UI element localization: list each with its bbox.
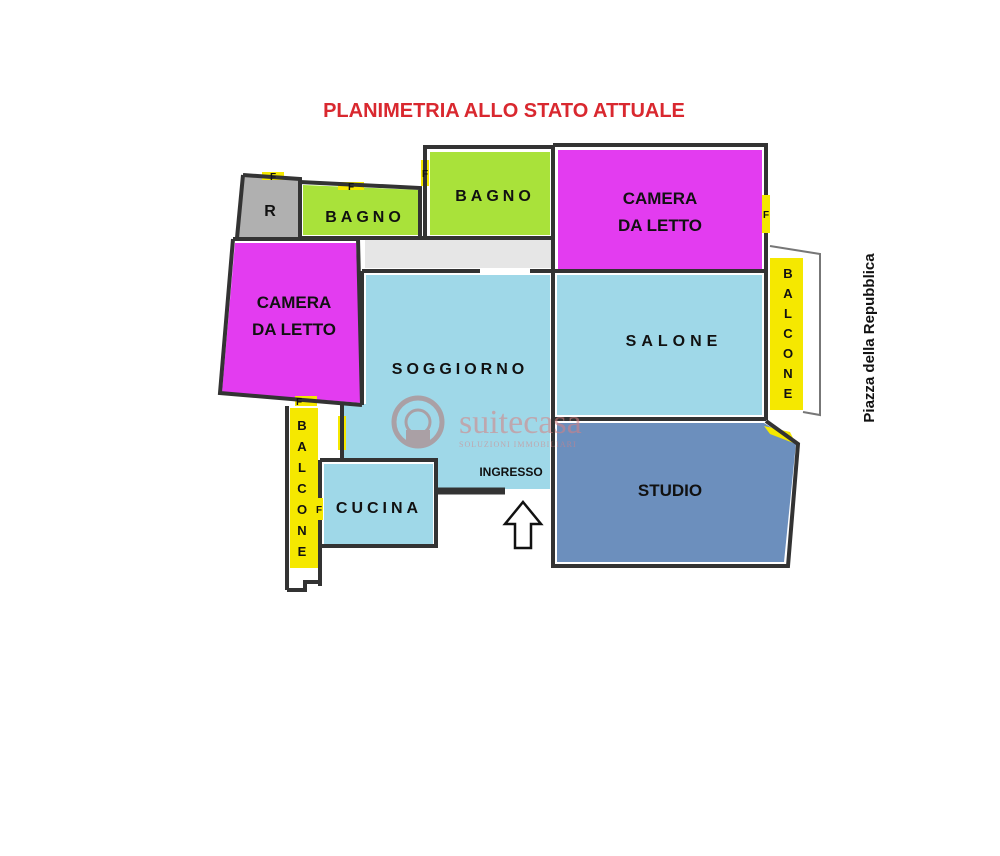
label-balcone-left: B A L C O N E (297, 418, 307, 559)
balcone-right-letter: E (784, 386, 793, 401)
room-bagno-main (430, 152, 550, 235)
label-soggiorno: SOGGIORNO (392, 361, 528, 378)
room-salone (557, 275, 762, 415)
balcone-right-letter: A (783, 286, 793, 301)
room-bagno-small (303, 185, 420, 235)
balcone-left-letter: O (297, 502, 307, 517)
label-camera-left-1: CAMERA (257, 293, 332, 312)
window-mark: F (296, 397, 302, 408)
balcone-left-letter: B (297, 418, 306, 433)
room-corridoio (365, 240, 553, 268)
label-bagno-main: BAGNO (455, 188, 535, 205)
label-camera-right-1: CAMERA (623, 189, 698, 208)
walls (217, 143, 801, 592)
room-soggiorno (344, 275, 550, 489)
label-ingresso: INGRESSO (479, 465, 542, 479)
balcone-right (770, 258, 803, 410)
balcone-right-corner (764, 426, 796, 444)
label-cucina: CUCINA (336, 500, 422, 517)
label-salone: SALONE (626, 333, 723, 350)
balcone-right-outline (769, 245, 821, 417)
balcone-right-letter: B (783, 266, 792, 281)
window-mark: F (422, 169, 428, 180)
balcone-left-letter: L (298, 460, 306, 475)
window-mark: F (348, 182, 354, 193)
street-label: Piazza della Repubblica (861, 253, 878, 423)
watermark-logo (391, 395, 445, 449)
label-balcone-right: B A L C O N E (783, 266, 793, 401)
window-mark: F (763, 210, 769, 221)
balcone-right-letter: L (784, 306, 792, 321)
entrance-arrow-icon (502, 500, 544, 550)
room-ripostiglio (237, 175, 300, 238)
watermark-tagline: SOLUZIONI IMMOBILIARI (459, 440, 577, 449)
balcone-left-letter: C (297, 481, 307, 496)
balcone-left-letter: A (297, 439, 307, 454)
room-studio (557, 423, 796, 562)
label-ripostiglio: R (264, 203, 276, 220)
room-camera-right (558, 150, 762, 270)
window-marks: F F F F F F (270, 169, 769, 516)
window-mark: F (316, 505, 322, 516)
room-camera-left (222, 243, 362, 403)
balcone-right-letter: O (783, 346, 793, 361)
balcone-right-letter: C (783, 326, 793, 341)
label-camera-right-2: DA LETTO (618, 216, 702, 235)
balcone-left-letter: E (298, 544, 307, 559)
balcone-right-letter: N (783, 366, 792, 381)
plan-title: PLANIMETRIA ALLO STATO ATTUALE (323, 100, 685, 122)
label-camera-left-2: DA LETTO (252, 320, 336, 339)
watermark-brand: suitecasa (459, 404, 582, 441)
balcone-left (290, 408, 318, 568)
label-studio: STUDIO (638, 481, 702, 500)
window-mark: F (270, 172, 276, 183)
label-bagno-small: BAGNO (325, 209, 405, 226)
room-cucina (324, 464, 433, 544)
balcone-left-letter: N (297, 523, 306, 538)
